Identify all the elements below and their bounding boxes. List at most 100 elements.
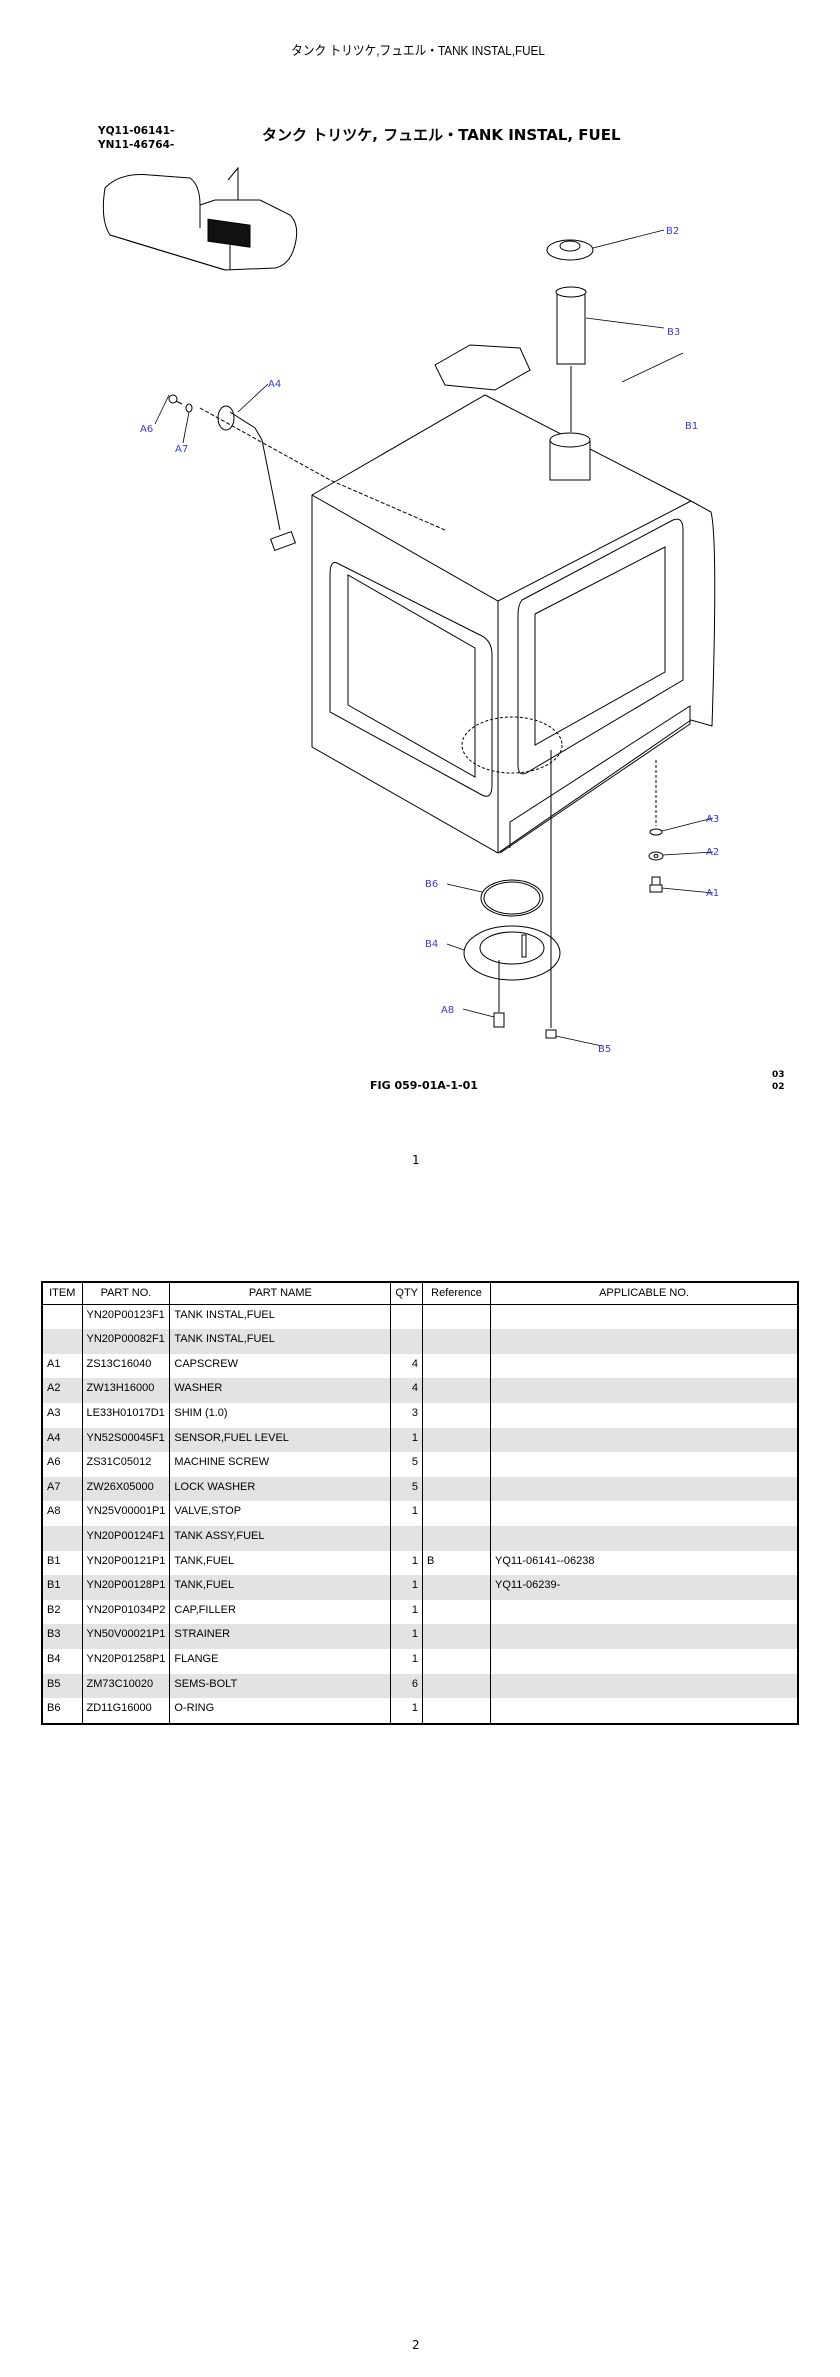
col-qty: QTY bbox=[390, 1282, 424, 1305]
serial-range-1: YQ11-06141- bbox=[98, 125, 175, 137]
part-name-cell: VALVE,STOP bbox=[169, 1501, 392, 1526]
applicable-no-cell bbox=[490, 1402, 799, 1428]
stop-valve-a8 bbox=[493, 960, 505, 1028]
qty-cell: 1 bbox=[390, 1624, 424, 1649]
callout-b2: B2 bbox=[666, 226, 679, 237]
qty-cell bbox=[390, 1304, 424, 1330]
table-header-row: ITEM PART NO. PART NAME QTY Reference AP… bbox=[41, 1282, 799, 1305]
part-no-cell: YN50V00021P1 bbox=[81, 1624, 171, 1649]
qty-cell: 3 bbox=[390, 1402, 424, 1428]
part-no-cell: YN20P00124F1 bbox=[81, 1525, 171, 1551]
applicable-no-cell bbox=[490, 1525, 799, 1551]
col-part-no: PART NO. bbox=[81, 1282, 171, 1305]
item-cell bbox=[41, 1525, 83, 1551]
qty-cell: 1 bbox=[390, 1501, 424, 1526]
reference-cell bbox=[422, 1402, 492, 1428]
sems-bolt-b5 bbox=[545, 750, 557, 1039]
part-name-cell: TANK,FUEL bbox=[169, 1550, 392, 1576]
applicable-no-cell bbox=[490, 1673, 799, 1699]
reference-cell bbox=[422, 1599, 492, 1625]
filler-neck bbox=[549, 432, 591, 481]
item-cell: B1 bbox=[41, 1550, 83, 1576]
part-name-cell: SHIM (1.0) bbox=[169, 1402, 392, 1428]
applicable-no-cell bbox=[490, 1378, 799, 1403]
col-item: ITEM bbox=[41, 1282, 83, 1305]
applicable-no-cell bbox=[490, 1476, 799, 1502]
machine-location-thumbnail bbox=[102, 166, 298, 271]
callout-a4: A4 bbox=[268, 379, 281, 390]
shim-a3 bbox=[649, 828, 663, 836]
col-part-name: PART NAME bbox=[169, 1282, 392, 1305]
applicable-no-cell bbox=[490, 1452, 799, 1477]
item-cell: A6 bbox=[41, 1452, 83, 1477]
qty-cell: 1 bbox=[390, 1698, 424, 1724]
item-cell: B2 bbox=[41, 1599, 83, 1625]
qty-cell bbox=[390, 1329, 424, 1354]
revision-1: 03 bbox=[772, 1070, 785, 1080]
qty-cell: 5 bbox=[390, 1452, 424, 1477]
part-name-cell: STRAINER bbox=[169, 1624, 392, 1649]
reference-cell bbox=[422, 1501, 492, 1526]
o-ring-b6 bbox=[480, 879, 544, 917]
reference-cell bbox=[422, 1624, 492, 1649]
part-no-cell: YN20P00121P1 bbox=[81, 1550, 171, 1576]
applicable-no-cell bbox=[490, 1353, 799, 1379]
screw-a6 bbox=[168, 394, 183, 405]
fuel-tank-b1 bbox=[311, 344, 716, 854]
item-cell bbox=[41, 1329, 83, 1354]
reference-cell: B bbox=[422, 1550, 492, 1576]
part-name-cell: SEMS-BOLT bbox=[169, 1673, 392, 1699]
filler-cap-b2 bbox=[546, 239, 594, 261]
reference-cell bbox=[422, 1378, 492, 1403]
callout-b4: B4 bbox=[425, 939, 438, 950]
part-no-cell: YN20P01034P2 bbox=[81, 1599, 171, 1625]
part-no-cell: ZS31C05012 bbox=[81, 1452, 171, 1477]
part-name-cell: CAP,FILLER bbox=[169, 1599, 392, 1625]
item-cell: B4 bbox=[41, 1648, 83, 1674]
item-cell: B6 bbox=[41, 1698, 83, 1724]
callout-a3: A3 bbox=[706, 814, 719, 825]
callout-b1: B1 bbox=[685, 421, 698, 432]
applicable-no-cell bbox=[490, 1648, 799, 1674]
reference-cell bbox=[422, 1304, 492, 1330]
item-cell: A8 bbox=[41, 1501, 83, 1526]
item-cell: B3 bbox=[41, 1624, 83, 1649]
applicable-no-cell bbox=[490, 1427, 799, 1453]
page-number: 1 bbox=[412, 1153, 420, 1167]
reference-cell bbox=[422, 1525, 492, 1551]
applicable-no-cell bbox=[490, 1599, 799, 1625]
part-no-cell: YN52S00045F1 bbox=[81, 1427, 171, 1453]
capscrew-a1 bbox=[649, 876, 663, 893]
callout-a8: A8 bbox=[441, 1005, 454, 1016]
part-name-cell: FLANGE bbox=[169, 1648, 392, 1674]
item-cell: B5 bbox=[41, 1673, 83, 1699]
part-no-cell: LE33H01017D1 bbox=[81, 1402, 171, 1428]
item-cell bbox=[41, 1304, 83, 1330]
part-name-cell: LOCK WASHER bbox=[169, 1476, 392, 1502]
callout-a6: A6 bbox=[140, 424, 153, 435]
part-name-cell: TANK INSTAL,FUEL bbox=[169, 1304, 392, 1330]
item-cell: A1 bbox=[41, 1353, 83, 1379]
page-number: 2 bbox=[412, 2338, 420, 2352]
item-cell: B1 bbox=[41, 1575, 83, 1600]
washer-a2 bbox=[648, 851, 664, 861]
part-no-cell: ZW26X05000 bbox=[81, 1476, 171, 1502]
applicable-no-cell: YQ11-06141--06238 bbox=[490, 1550, 799, 1576]
reference-cell bbox=[422, 1452, 492, 1477]
callout-a2: A2 bbox=[706, 847, 719, 858]
reference-cell bbox=[422, 1575, 492, 1600]
flange-b4 bbox=[463, 925, 561, 981]
